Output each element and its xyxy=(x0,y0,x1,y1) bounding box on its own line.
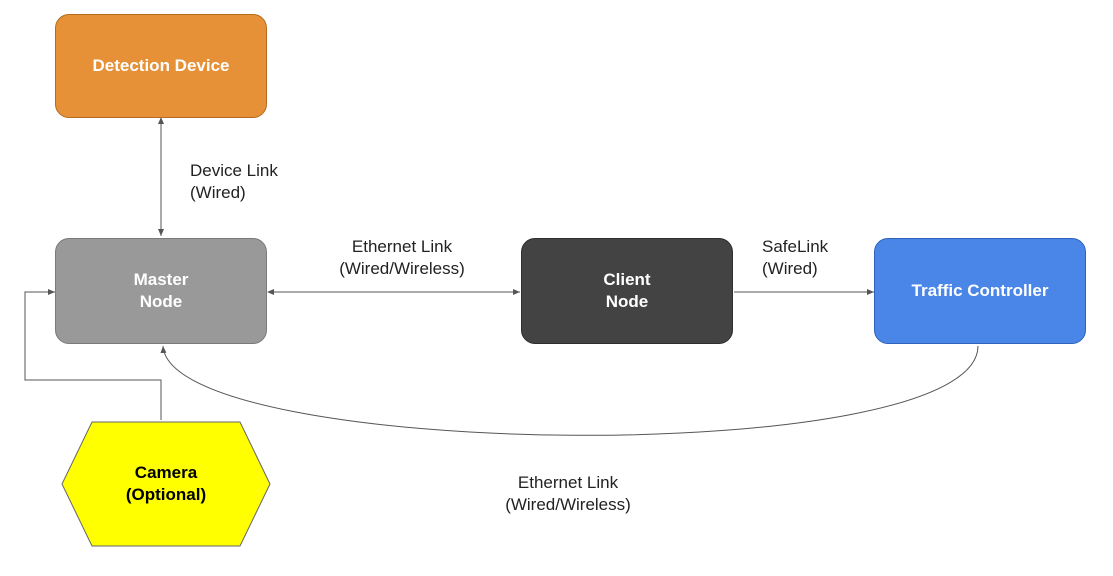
device-link-label: Device Link (Wired) xyxy=(190,161,278,202)
ethernet-link-bottom-curve xyxy=(160,345,979,436)
ethernet-link-bottom-label: Ethernet Link (Wired/Wireless) xyxy=(505,473,631,514)
detection-device-node: Detection Device xyxy=(55,14,267,118)
ethernet-link-top-label: Ethernet Link (Wired/Wireless) xyxy=(339,237,465,278)
camera-link-line xyxy=(24,289,162,420)
client-node: Client Node xyxy=(521,238,733,344)
traffic-controller-node: Traffic Controller xyxy=(874,238,1086,344)
camera-node-shape xyxy=(61,421,271,547)
master-node: Master Node xyxy=(55,238,267,344)
safelink-label: SafeLink (Wired) xyxy=(762,237,829,278)
camera-node-label: Camera (Optional) xyxy=(125,463,207,504)
